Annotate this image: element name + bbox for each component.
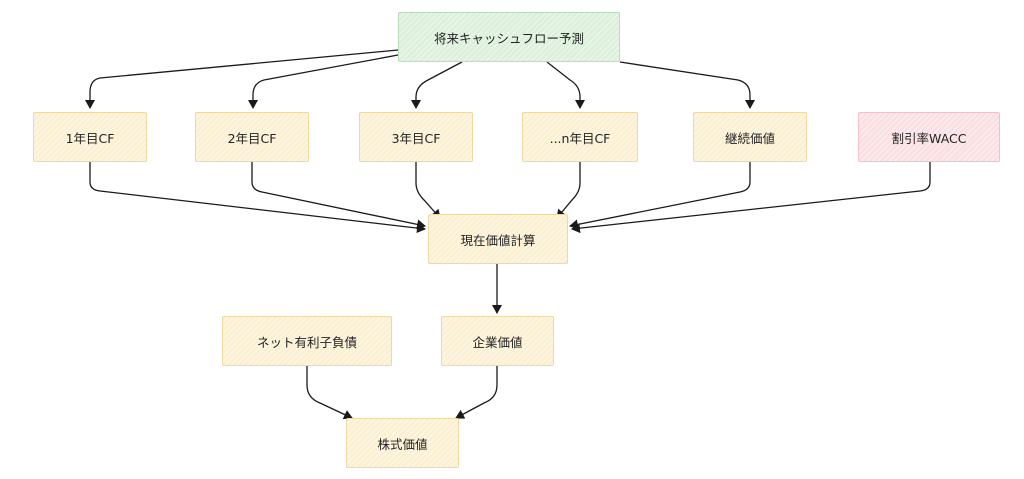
edge-terminal-pv [569, 162, 751, 230]
edge-ev-equity [455, 366, 498, 419]
edge-cfn-pv [556, 162, 581, 219]
edge-debt-equity [306, 366, 353, 420]
edge-cf2-pv [251, 162, 426, 230]
node-cf2: 2年目CF [195, 112, 309, 162]
edge-forecast-cf2 [248, 54, 399, 109]
node-debt: ネット有利子負債 [222, 316, 392, 366]
node-pv: 現在価値計算 [428, 214, 568, 264]
node-equity: 株式価値 [346, 418, 459, 468]
edge-forecast-cf1 [85, 49, 399, 109]
edge-forecast-terminal [619, 61, 755, 109]
node-cf3: 3年目CF [359, 112, 473, 162]
node-ev: 企業価値 [441, 316, 554, 366]
node-wacc: 割引率WACC [858, 112, 1000, 162]
edge-forecast-cf3 [411, 61, 463, 109]
edge-wacc-pv [571, 162, 931, 234]
node-cf1: 1年目CF [33, 112, 147, 162]
node-terminal: 継続価値 [693, 112, 807, 162]
edge-forecast-cfn [546, 61, 585, 109]
edge-cf1-pv [89, 162, 426, 234]
node-cfn: ...n年目CF [522, 112, 638, 162]
edge-cf3-pv [415, 162, 441, 219]
node-forecast: 将来キャッシュフロー予測 [398, 12, 620, 62]
